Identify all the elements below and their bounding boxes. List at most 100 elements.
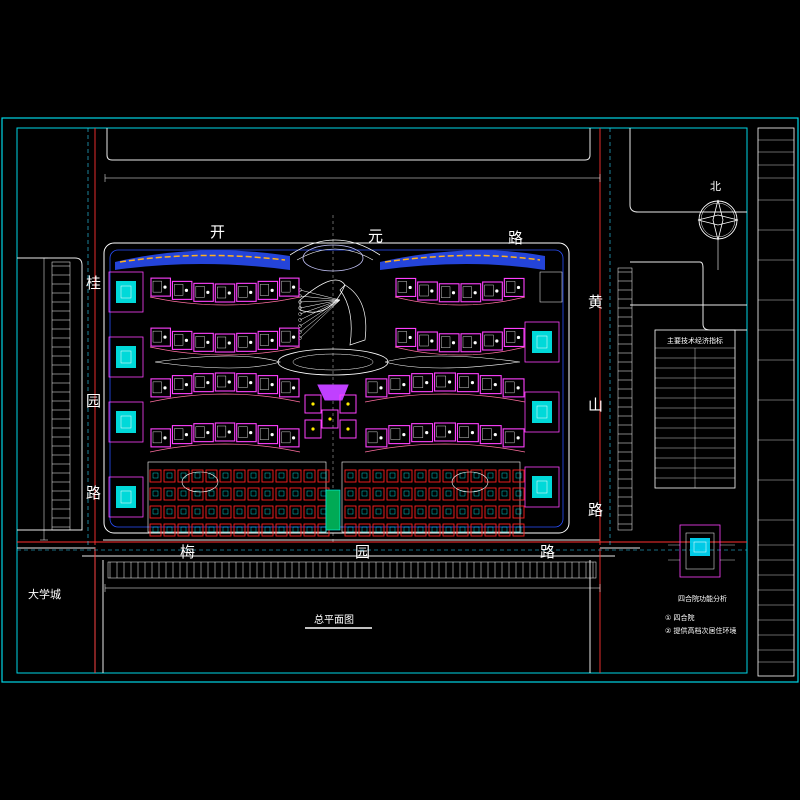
- unit-marker: [163, 436, 167, 440]
- shop-unit: [261, 523, 274, 537]
- plaza-node: [298, 312, 302, 316]
- shop-core: [515, 472, 522, 479]
- residential-unit: [257, 425, 279, 445]
- shop-core: [431, 508, 438, 515]
- shop-unit: [456, 469, 469, 483]
- shop-unit: [275, 487, 288, 501]
- unit-marker: [451, 341, 456, 345]
- shop-core: [278, 508, 285, 515]
- villa-plot: [108, 401, 144, 443]
- shop-core: [222, 508, 229, 515]
- commercial-loop: [451, 471, 489, 493]
- shop-core: [264, 508, 271, 515]
- unit-marker: [402, 383, 406, 387]
- shop-core: [515, 490, 522, 497]
- plaza-ray: [299, 289, 341, 301]
- shop-core: [403, 472, 410, 479]
- shop-unit: [386, 505, 399, 519]
- shop-unit: [428, 469, 441, 483]
- unit-room: [436, 375, 446, 388]
- unit-marker: [227, 380, 231, 384]
- shop-core: [194, 508, 201, 515]
- villa-plot: [108, 476, 144, 518]
- shop-unit: [191, 505, 204, 519]
- unit-marker: [249, 381, 253, 385]
- shop-core: [166, 472, 173, 479]
- residential-unit: [395, 327, 417, 347]
- residential-unit: [438, 283, 460, 303]
- unit-marker: [311, 427, 315, 431]
- shop-unit: [358, 505, 371, 519]
- road-south-char-3: 路: [540, 543, 555, 561]
- unit-room: [506, 331, 516, 343]
- shop-core: [473, 490, 480, 497]
- unit-room: [441, 286, 451, 298]
- residential-unit: [214, 422, 236, 442]
- unit-marker: [447, 380, 452, 384]
- shop-core: [306, 490, 313, 497]
- shop-unit: [512, 469, 525, 483]
- residential-unit: [171, 425, 193, 445]
- shop-unit: [247, 505, 260, 519]
- road-east-char-1: 黄: [588, 293, 603, 311]
- shop-unit: [442, 469, 455, 483]
- unit-room: [174, 334, 184, 346]
- shop-unit: [163, 523, 176, 537]
- unit-marker: [408, 285, 412, 290]
- residential-unit: [411, 373, 434, 393]
- shop-unit: [191, 523, 204, 537]
- parking-strip-outline: [107, 561, 597, 579]
- shop-unit: [163, 469, 176, 483]
- unit-room: [419, 284, 429, 297]
- residential-unit: [150, 428, 171, 448]
- shop-core: [487, 508, 494, 515]
- road-east-char-2: 山: [588, 396, 603, 414]
- shop-core: [375, 526, 382, 533]
- residential-unit: [236, 373, 257, 393]
- shop-core: [445, 526, 452, 533]
- road-north-char-1: 开: [210, 223, 225, 241]
- plaza-ray: [299, 299, 341, 303]
- shop-core: [222, 526, 229, 533]
- residential-unit: [150, 327, 171, 347]
- shop-core: [375, 508, 382, 515]
- unit-room: [152, 280, 162, 293]
- shop-core: [445, 472, 452, 479]
- road-north-char-2: 元: [368, 227, 383, 245]
- shop-core: [250, 526, 257, 533]
- shop-core: [236, 526, 243, 533]
- shop-unit: [177, 469, 190, 483]
- residential-unit: [257, 375, 279, 395]
- unit-marker: [379, 436, 383, 440]
- shop-unit: [149, 469, 162, 483]
- unit-room: [152, 330, 162, 343]
- unit-room: [217, 336, 227, 349]
- residential-unit: [193, 332, 214, 352]
- title-block: [757, 127, 795, 677]
- row-path: [364, 393, 526, 403]
- unit-room: [152, 381, 162, 394]
- shop-unit: [414, 505, 427, 519]
- shop-unit: [372, 469, 385, 483]
- unit-room: [281, 280, 291, 293]
- road-lines-dashed: [17, 128, 747, 551]
- shop-core: [417, 490, 424, 497]
- shop-unit: [498, 523, 511, 537]
- shop-unit: [442, 487, 455, 501]
- unit-marker: [473, 341, 477, 345]
- unit-marker: [291, 285, 296, 289]
- residential-unit: [365, 378, 388, 398]
- residential-unit: [502, 428, 525, 448]
- shop-unit: [372, 487, 385, 501]
- entry-gate: [325, 489, 341, 531]
- unit-room: [506, 281, 516, 293]
- unit-room: [195, 336, 205, 348]
- residential-unit: [321, 409, 339, 429]
- shop-unit: [233, 487, 246, 501]
- shop-core: [152, 508, 159, 515]
- inset-note-2: ② 提供高档次居住环境: [665, 626, 737, 635]
- dimension-lines: [40, 174, 601, 592]
- villa-court: [120, 415, 132, 429]
- unit-room: [504, 431, 515, 444]
- shop-unit: [470, 505, 483, 519]
